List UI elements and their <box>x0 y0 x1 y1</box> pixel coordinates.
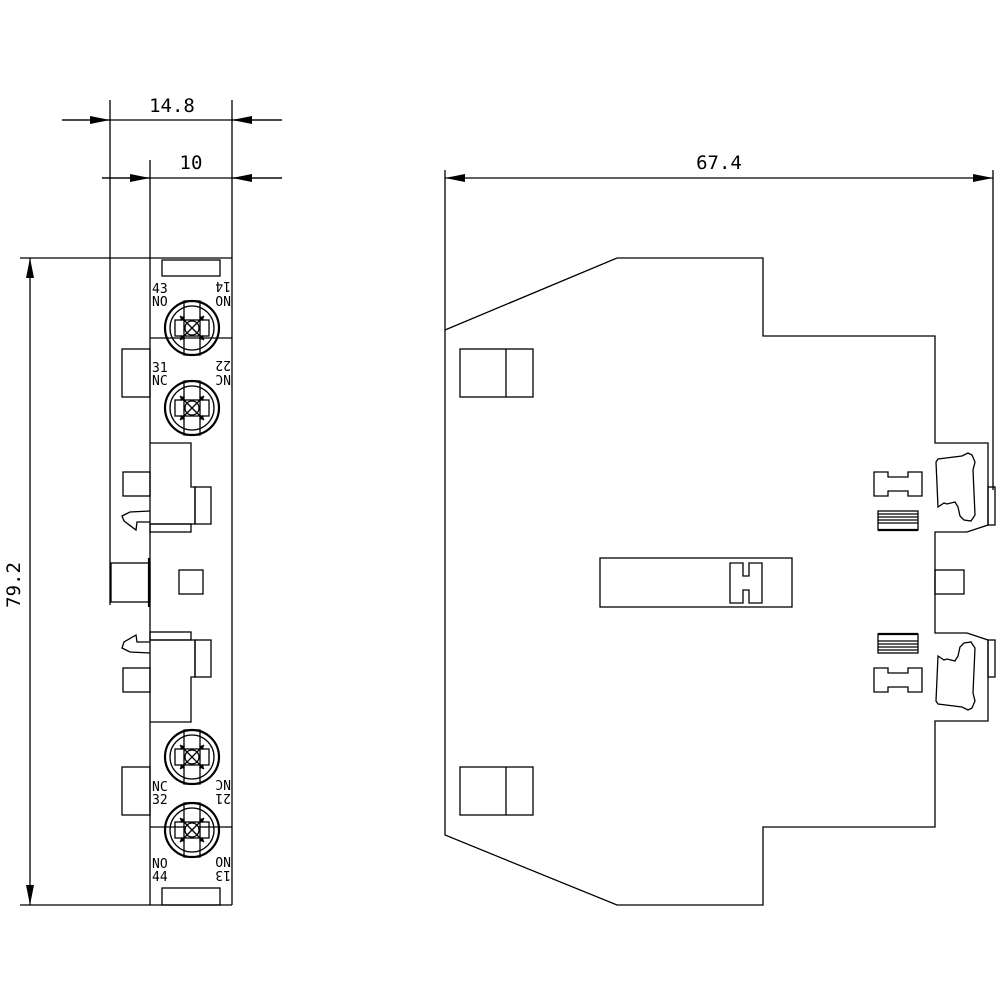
dimension-height: 79.2 <box>3 257 232 906</box>
dimension-width-total: 14.8 <box>62 95 282 905</box>
terminal-label: NC <box>215 776 231 791</box>
terminal-label: 44 <box>152 870 168 885</box>
terminal-label: NO <box>215 853 231 868</box>
terminal-label: NO <box>215 292 231 307</box>
terminal-label: 32 <box>152 793 168 808</box>
dimension-depth: 67.4 <box>444 152 994 490</box>
terminal-screw-icon <box>163 728 221 786</box>
terminal-label: 14 <box>215 278 231 293</box>
terminal-screw-icon <box>163 801 221 859</box>
dimension-width-inner: 10 <box>102 152 282 905</box>
terminal-label: 43 <box>152 282 168 297</box>
rail-clip <box>935 641 976 711</box>
dimension-label: 79.2 <box>3 562 25 608</box>
dimension-label: 67.4 <box>696 152 742 174</box>
dimension-label: 14.8 <box>149 95 195 117</box>
side-view: 67.4 <box>444 152 996 906</box>
terminal-label: 31 <box>152 361 168 376</box>
terminal-screw-icon <box>163 299 221 357</box>
terminal-label: NO <box>152 857 168 872</box>
terminal-label: NC <box>152 374 168 389</box>
front-view: 14.8 10 79.2 <box>3 95 282 906</box>
terminal-screw-icon <box>163 379 221 437</box>
terminal-labels: 43 NO 14 NO 31 NC 22 NC NC 32 NC 21 NO 4… <box>152 278 231 885</box>
terminal-label: NC <box>152 780 168 795</box>
rail-clip <box>935 452 976 522</box>
housing-outline <box>444 257 989 906</box>
terminal-label: 21 <box>215 790 231 805</box>
terminal-label: NC <box>215 371 231 386</box>
dimension-label: 10 <box>180 152 203 174</box>
terminal-label: NO <box>152 295 168 310</box>
terminal-label: 13 <box>215 867 231 882</box>
terminal-label: 22 <box>215 357 231 372</box>
